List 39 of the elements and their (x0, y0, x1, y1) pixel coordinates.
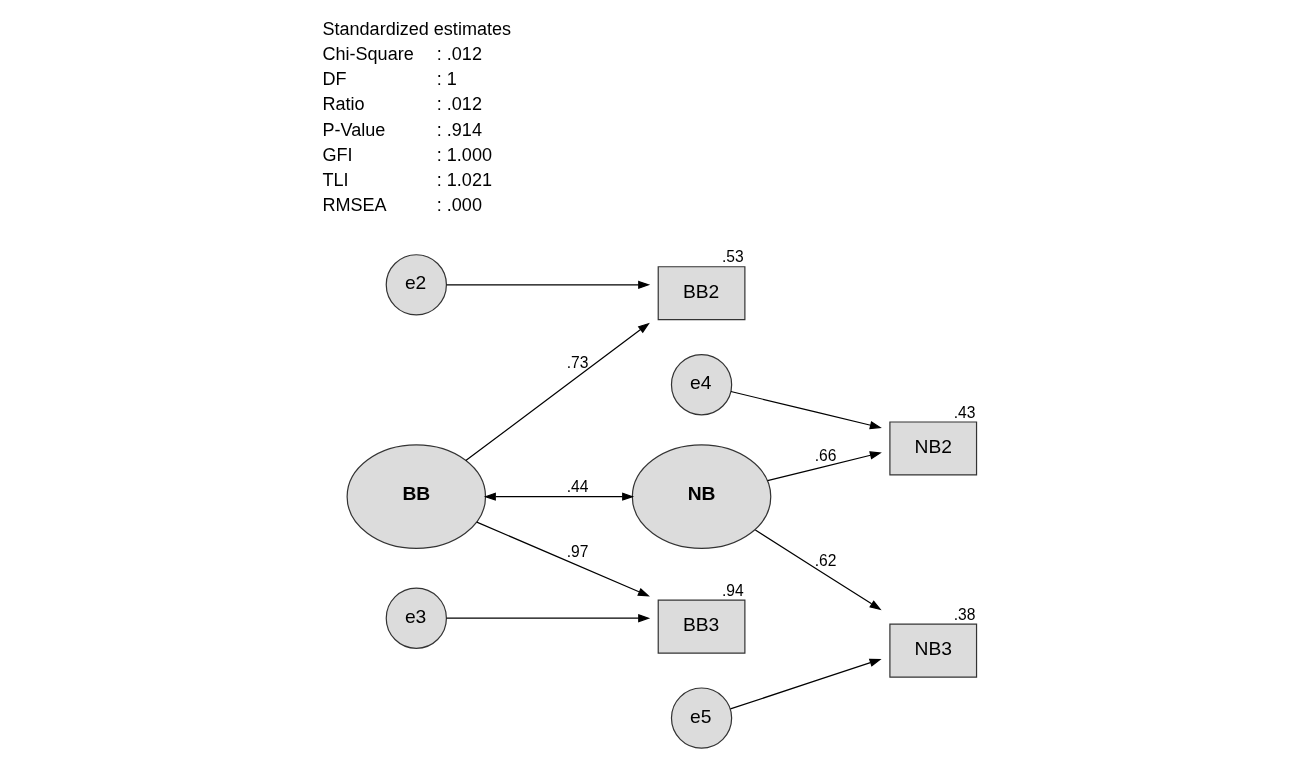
arrow (446, 280, 651, 290)
label: Standardized estimates (322, 18, 512, 39)
node-circle: e2 (385, 254, 447, 316)
label: : .914 (436, 119, 482, 140)
arrow (465, 322, 650, 462)
node-circle: e3 (385, 587, 447, 649)
node-ellipse: NB (631, 444, 772, 549)
label: Ratio (322, 94, 365, 115)
label: RMSEA (322, 195, 387, 216)
arrow (729, 658, 882, 710)
node-label: .94 (722, 581, 744, 599)
node-label: .38 (953, 605, 976, 623)
arrow (483, 492, 635, 501)
label: DF (322, 69, 347, 90)
label: P-Value (322, 119, 386, 140)
edge-label: .44 (566, 478, 589, 496)
node-ellipse: BB (346, 444, 487, 549)
label: TLI (322, 170, 349, 191)
edge-label: .66 (814, 447, 837, 465)
node-label: .53 (722, 248, 744, 266)
arrow (754, 529, 882, 611)
edge-label: .62 (814, 551, 837, 569)
node-label: .43 (953, 403, 976, 421)
label: : .012 (436, 43, 482, 64)
edge-label: .73 (566, 354, 589, 372)
arrow (476, 521, 650, 597)
label: GFI (322, 144, 353, 165)
label: : 1 (436, 69, 457, 90)
label: : .000 (436, 195, 482, 216)
label: : 1.000 (436, 144, 492, 165)
arrow (766, 451, 882, 482)
arrow (730, 390, 882, 430)
arrow (446, 613, 651, 623)
node-circle: e5 (670, 687, 733, 749)
label: Chi-Square (322, 43, 414, 64)
edge-label: .97 (566, 543, 589, 561)
node-circle: e4 (670, 354, 733, 416)
label: : .012 (436, 94, 482, 115)
label: : 1.021 (436, 170, 492, 191)
